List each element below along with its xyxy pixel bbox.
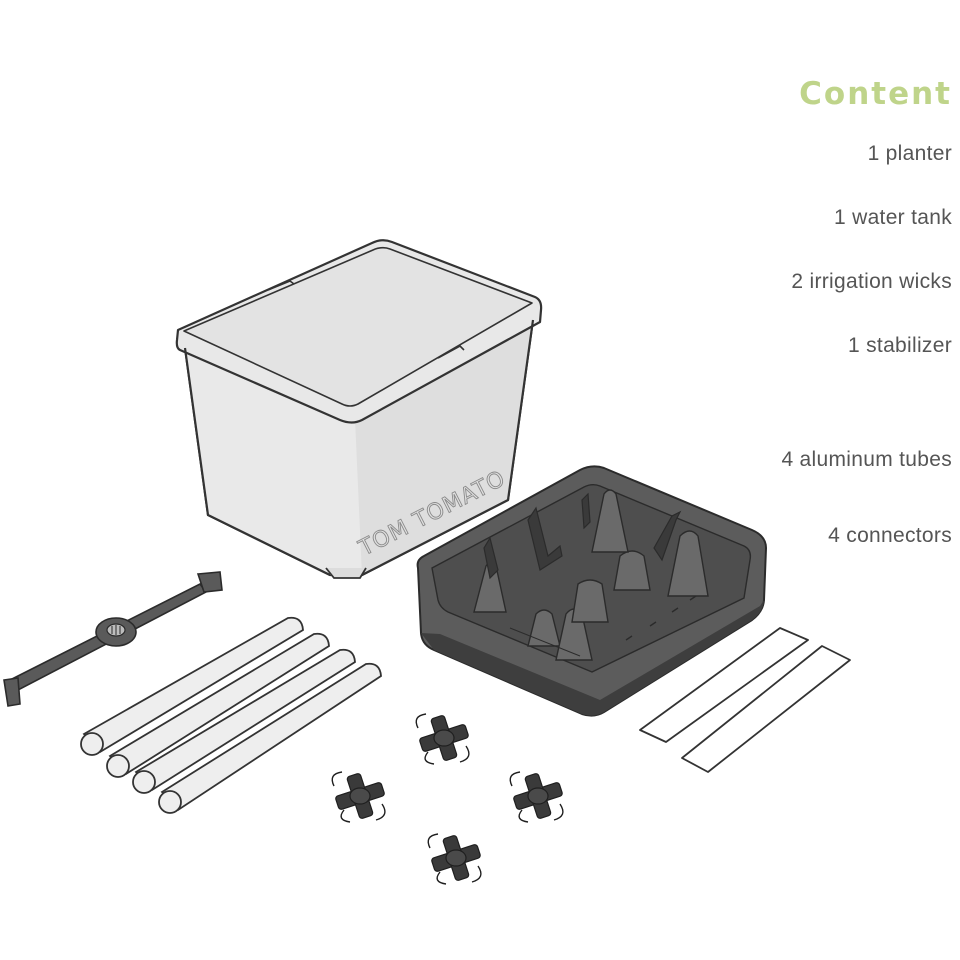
connector [415,713,470,765]
connector [331,771,386,823]
irrigation-wicks-illustration [639,627,851,773]
aluminum-tubes-illustration [80,616,382,814]
content-item-stabilizer: 1 stabilizer [848,334,952,357]
content-item-aluminum-tubes: 4 aluminum tubes [781,448,952,471]
connector [509,771,564,823]
water-tank-illustration [416,465,768,717]
connector [427,833,482,885]
content-item-irrigation-wicks: 2 irrigation wicks [791,270,952,293]
content-title: Content [799,76,952,112]
content-item-connectors: 4 connectors [828,524,952,547]
connectors-illustration [331,713,564,885]
aluminum-tube [80,616,304,756]
aluminum-tube [106,632,330,778]
content-item-water-tank: 1 water tank [834,206,952,229]
aluminum-tube [132,648,356,794]
content-item-planter: 1 planter [867,142,952,165]
stabilizer-illustration [3,571,223,707]
aluminum-tube [158,662,382,814]
